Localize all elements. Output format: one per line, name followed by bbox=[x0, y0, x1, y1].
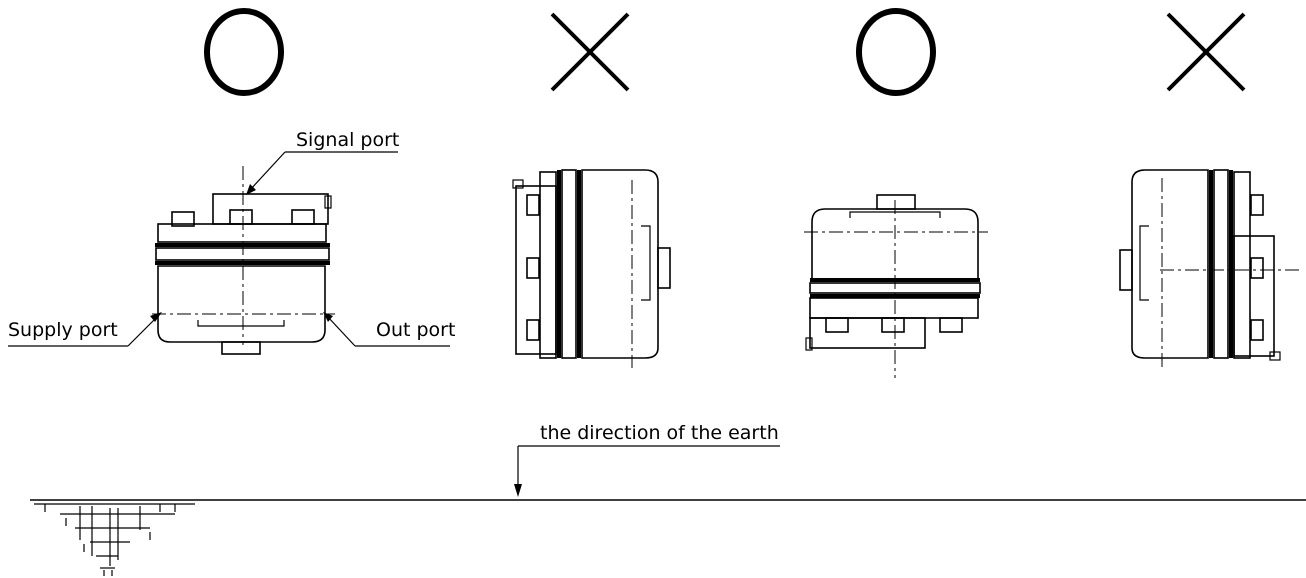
out-port-label: Out port bbox=[376, 319, 455, 341]
earth-direction-leader bbox=[514, 445, 780, 497]
ground-hatch-icon bbox=[34, 503, 195, 576]
mark-ng-1-icon bbox=[550, 12, 630, 92]
out-port-leader bbox=[323, 312, 450, 347]
signal-port-leader bbox=[246, 151, 398, 195]
mark-ok-1-icon bbox=[204, 8, 284, 96]
device-side-right bbox=[1119, 169, 1302, 368]
mark-ok-2-icon bbox=[856, 8, 936, 96]
signal-port-label: Signal port bbox=[296, 129, 399, 151]
device-upright bbox=[152, 166, 335, 355]
device-inverted bbox=[804, 194, 988, 378]
device-side-left bbox=[512, 169, 671, 368]
earth-direction-label: the direction of the earth bbox=[540, 422, 779, 444]
supply-port-leader bbox=[8, 312, 162, 347]
supply-port-label: Supply port bbox=[8, 319, 118, 341]
mark-ng-2-icon bbox=[1166, 12, 1246, 92]
